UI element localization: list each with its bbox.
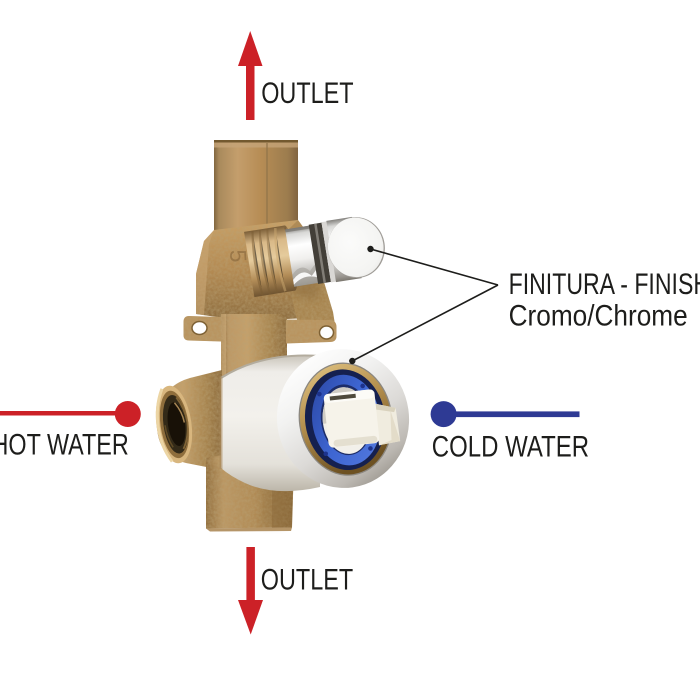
svg-text:COLD WATER: COLD WATER (432, 429, 589, 463)
svg-text:Cromo/Chrome: Cromo/Chrome (509, 298, 688, 332)
svg-text:HOT WATER: HOT WATER (0, 428, 129, 461)
svg-text:5: 5 (225, 249, 252, 263)
svg-text:OUTLET: OUTLET (261, 563, 353, 596)
svg-text:FINITURA - FINISH: FINITURA - FINISH (509, 267, 700, 301)
svg-text:OUTLET: OUTLET (261, 76, 353, 109)
